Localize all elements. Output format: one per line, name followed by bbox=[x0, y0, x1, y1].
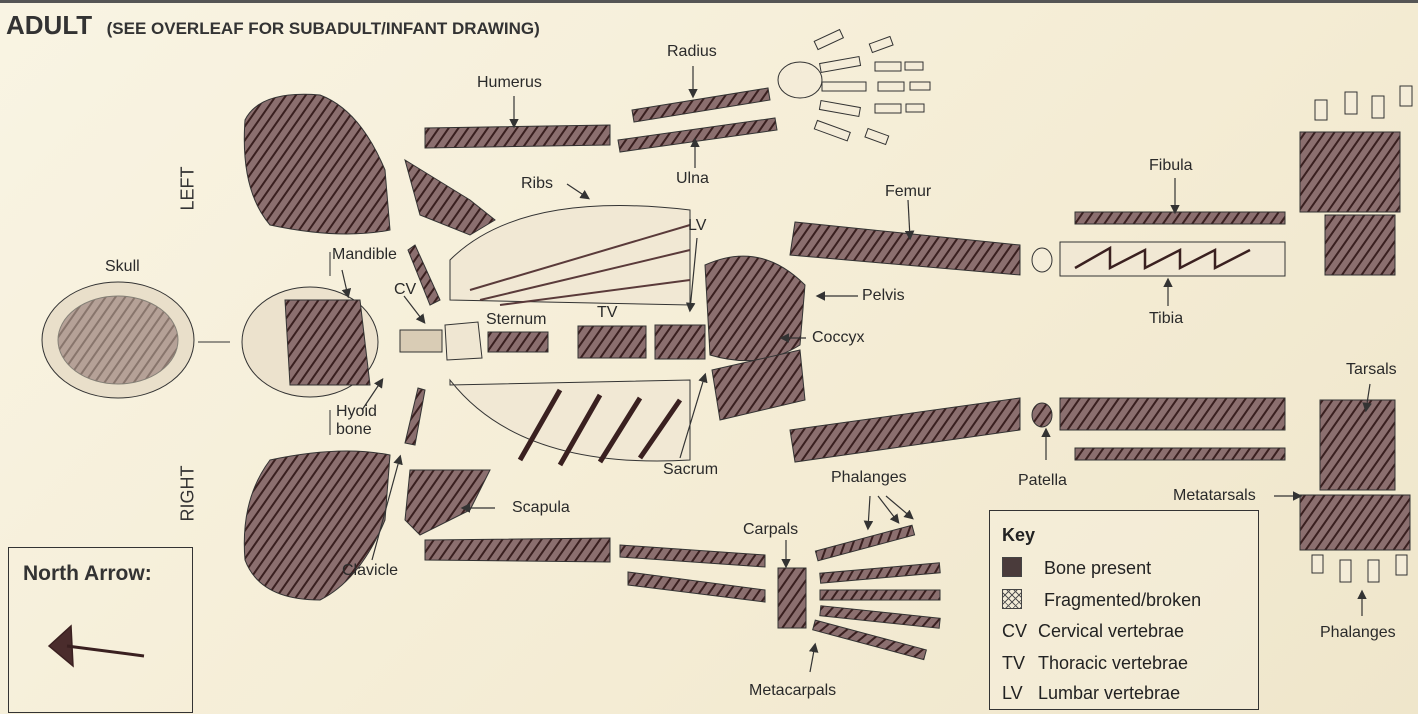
ulna-right-bone bbox=[628, 572, 765, 602]
label-pelvis: Pelvis bbox=[862, 287, 905, 305]
label-skull: Skull bbox=[105, 258, 140, 276]
fibula-right-bone bbox=[1075, 448, 1285, 460]
side-label-left: LEFT bbox=[178, 166, 199, 210]
ulna-left-bone bbox=[618, 118, 777, 152]
foot-left-bones bbox=[1300, 132, 1400, 275]
label-femur: Femur bbox=[885, 183, 931, 201]
sternum-bone bbox=[488, 332, 548, 352]
key-abbr: TV bbox=[1002, 653, 1038, 674]
key-text: Cervical vertebrae bbox=[1038, 621, 1184, 641]
fragmented-swatch bbox=[1002, 589, 1022, 609]
label-cv: CV bbox=[394, 281, 416, 299]
hand-right-bones bbox=[813, 525, 941, 659]
label-humerus: Humerus bbox=[477, 74, 542, 92]
humerus-right-bone bbox=[425, 538, 610, 562]
label-patella: Patella bbox=[1018, 472, 1067, 490]
carpals-right-bone bbox=[778, 568, 806, 628]
hand-left-bones bbox=[778, 30, 930, 145]
femur-left-bone bbox=[790, 222, 1020, 275]
label-lv: LV bbox=[688, 217, 706, 235]
label-coccyx: Coccyx bbox=[812, 329, 864, 347]
radius-right-bone bbox=[620, 545, 765, 567]
label-ribs: Ribs bbox=[521, 175, 553, 193]
humerus-left-bone bbox=[425, 125, 610, 148]
tibia-left-bone bbox=[1060, 242, 1285, 276]
tibia-right-bone bbox=[1060, 398, 1285, 430]
mandible-left-bone bbox=[405, 160, 495, 235]
label-scapula: Scapula bbox=[512, 499, 570, 517]
label-metacarpals: Metacarpals bbox=[749, 682, 836, 700]
label-mandible: Mandible bbox=[332, 246, 397, 264]
patella-left-bone bbox=[1032, 248, 1052, 272]
key-text: Lumbar vertebrae bbox=[1038, 683, 1180, 703]
key-text: Thoracic vertebrae bbox=[1038, 653, 1188, 673]
foot-right-bones bbox=[1300, 400, 1410, 550]
femur-right-bone bbox=[790, 398, 1020, 462]
clavicle-right-bone bbox=[405, 388, 425, 445]
key-row-fragmented: Fragmented/broken bbox=[1002, 589, 1201, 611]
cranium-left-bone bbox=[244, 94, 390, 234]
north-arrow-icon bbox=[9, 548, 192, 712]
key-row-bone-present: Bone present bbox=[1002, 557, 1151, 579]
label-radius: Radius bbox=[667, 43, 717, 61]
label-tibia: Tibia bbox=[1149, 310, 1183, 328]
pelvis-bone bbox=[705, 256, 805, 361]
label-phalanges-foot: Phalanges bbox=[1320, 624, 1396, 642]
north-arrow-box: North Arrow: bbox=[8, 547, 193, 713]
key-abbr: CV bbox=[1002, 621, 1038, 642]
key-abbr: LV bbox=[1002, 683, 1038, 704]
label-carpals: Carpals bbox=[743, 521, 798, 539]
label-hyoid-bone: Hyoid bone bbox=[336, 403, 377, 439]
radius-left-bone bbox=[632, 88, 770, 122]
label-phalanges-hand: Phalanges bbox=[831, 469, 907, 487]
label-tv: TV bbox=[597, 304, 617, 322]
label-tarsals: Tarsals bbox=[1346, 361, 1397, 379]
thoracic-vertebrae bbox=[578, 326, 646, 358]
manubrium bbox=[445, 322, 482, 360]
fibula-left-bone bbox=[1075, 212, 1285, 224]
sacrum-bone bbox=[712, 350, 805, 420]
label-fibula: Fibula bbox=[1149, 157, 1193, 175]
key-title: Key bbox=[1002, 525, 1035, 546]
label-clavicle: Clavicle bbox=[342, 562, 398, 580]
label-sternum: Sternum bbox=[486, 311, 546, 329]
label-ulna: Ulna bbox=[676, 170, 709, 188]
label-sacrum: Sacrum bbox=[663, 461, 718, 479]
key-text: Fragmented/broken bbox=[1044, 590, 1201, 610]
lumbar-vertebrae bbox=[655, 325, 705, 359]
side-label-right: RIGHT bbox=[178, 466, 199, 522]
bone-present-swatch bbox=[1002, 557, 1022, 577]
label-metatarsals: Metatarsals bbox=[1173, 487, 1256, 505]
patella-right-bone bbox=[1032, 403, 1052, 427]
cervical-vertebrae bbox=[400, 330, 442, 352]
key-text: Bone present bbox=[1044, 558, 1151, 578]
mandible-right-bone bbox=[405, 470, 490, 535]
